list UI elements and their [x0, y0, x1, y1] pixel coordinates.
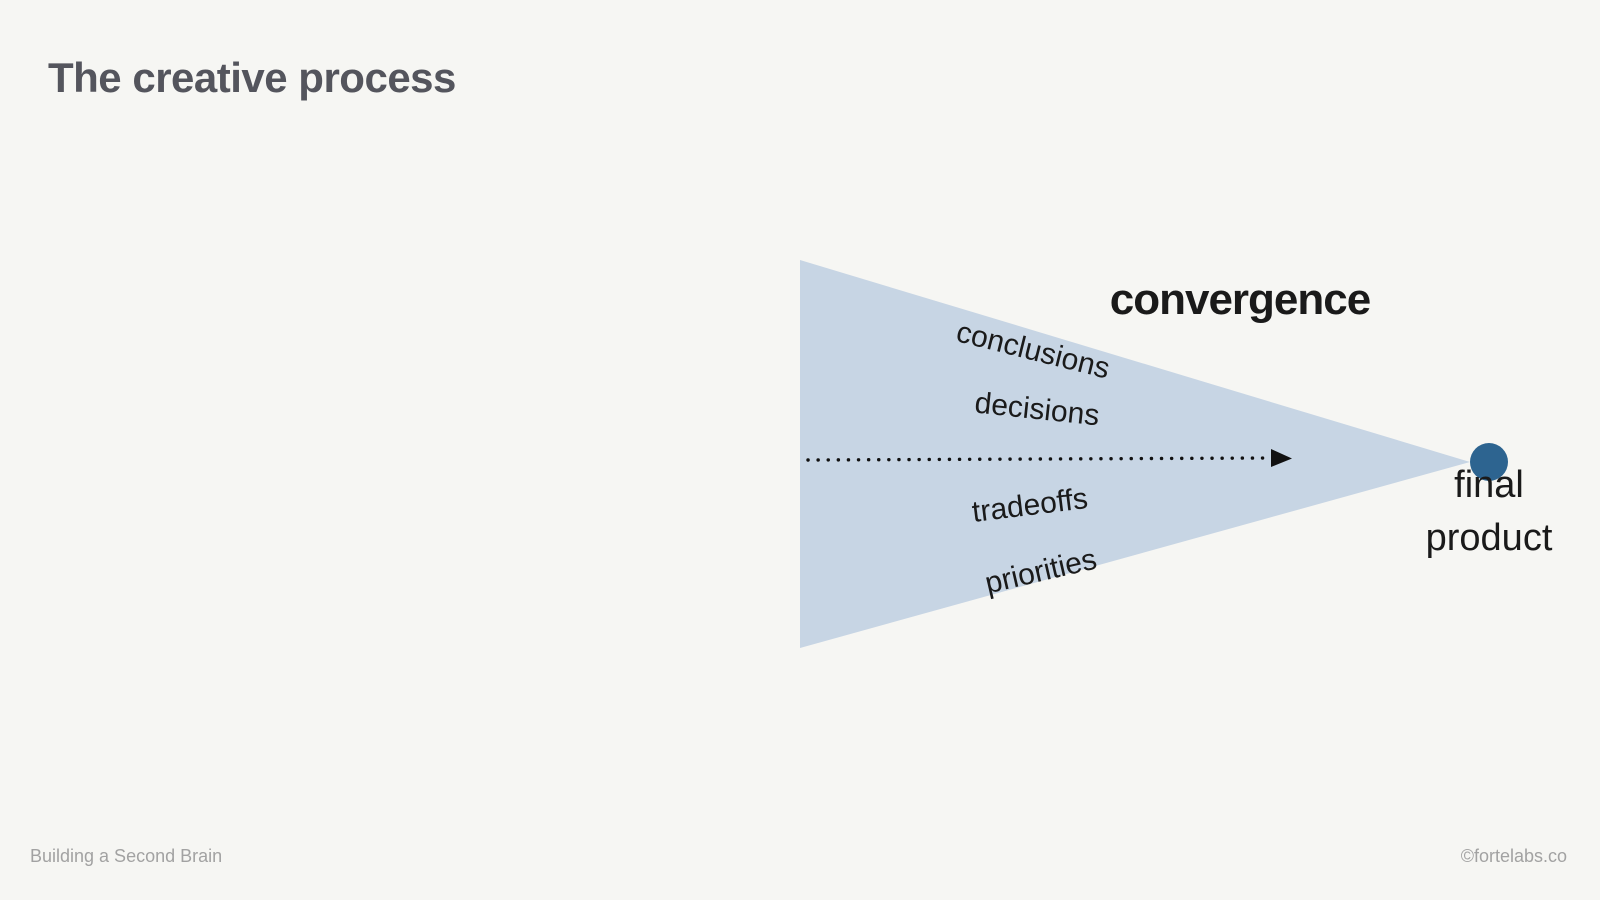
final-product-dot-icon: [1470, 443, 1508, 481]
final-product-label: final product: [1426, 459, 1553, 565]
final-product-label-line1: final: [1454, 464, 1524, 506]
convergence-arrow-head-icon: [1271, 449, 1292, 467]
funnel-triangle-shape: [800, 260, 1470, 648]
convergence-arrow-line: [806, 456, 1270, 462]
page-title: The creative process: [48, 54, 456, 101]
diagram-heading-convergence: convergence: [1109, 275, 1371, 324]
footer-attribution: ©fortelabs.co: [1460, 846, 1567, 866]
footer-book-title: Building a Second Brain: [30, 846, 223, 866]
final-product-label-line2: product: [1425, 517, 1553, 559]
